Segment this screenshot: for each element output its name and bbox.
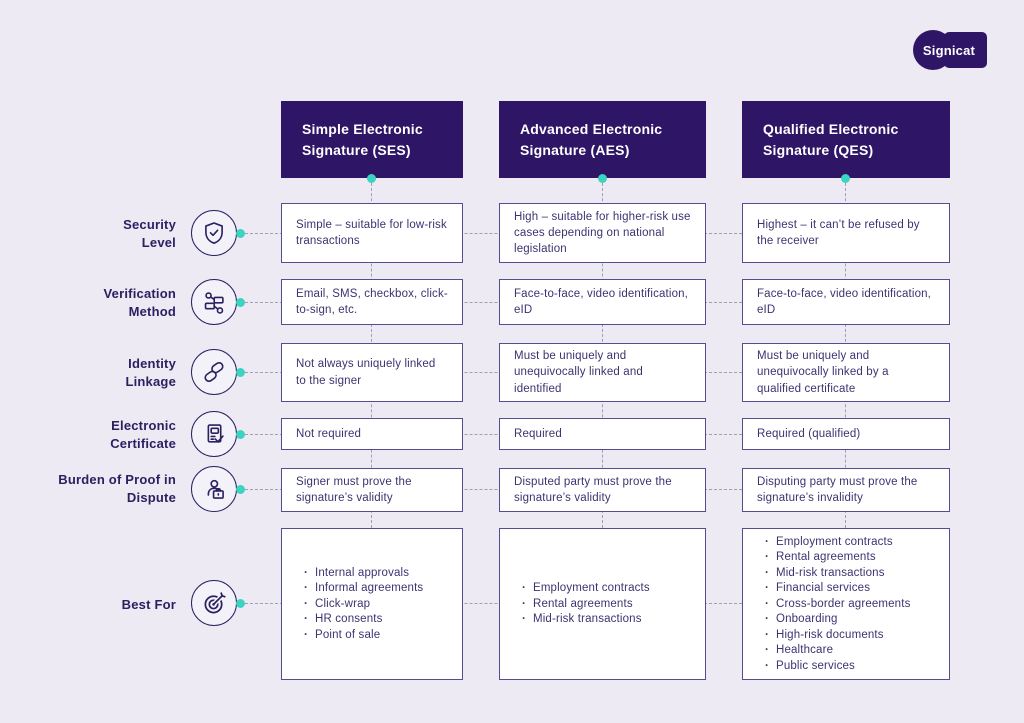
list-item: Point of sale [304, 628, 423, 643]
cell-identity-qes: Must be uniquely and unequivocally linke… [742, 343, 950, 402]
shield-check-icon [191, 210, 237, 256]
cell-text: Email, SMS, checkbox, click-to-sign, etc… [296, 287, 448, 316]
connector-dot [236, 298, 245, 307]
row-connector-line [240, 233, 742, 234]
person-briefcase-icon [191, 466, 237, 512]
certificate-icon [191, 411, 237, 457]
cell-verification-aes: Face-to-face, video identification, eID [499, 279, 706, 325]
signicat-logo: Signicat [922, 42, 976, 58]
list-item: Rental agreements [765, 550, 910, 565]
connector-dot [236, 368, 245, 377]
connector-dot [236, 599, 245, 608]
list-item: Click-wrap [304, 597, 423, 612]
cell-bestfor-qes: Employment contracts Rental agreements M… [742, 528, 950, 680]
cell-text: Highest – it can’t be refused by the rec… [757, 218, 920, 247]
list-item: HR consents [304, 612, 423, 627]
list-item: Employment contracts [522, 581, 650, 596]
column-header-aes: Advanced Electronic Signature (AES) [499, 101, 706, 178]
cell-security-qes: Highest – it can’t be refused by the rec… [742, 203, 950, 263]
cell-bestfor-aes: Employment contracts Rental agreements M… [499, 528, 706, 680]
list-item: Mid-risk transactions [765, 566, 910, 581]
cell-text: Face-to-face, video identification, eID [514, 287, 689, 316]
list-item: Cross-border agreements [765, 597, 910, 612]
cell-text: Must be uniquely and unequivocally linke… [514, 350, 643, 395]
cell-identity-aes: Must be uniquely and unequivocally linke… [499, 343, 706, 402]
list-item: Internal approvals [304, 566, 423, 581]
target-dart-icon [191, 580, 237, 626]
list-item: High-risk documents [765, 628, 910, 643]
flowchart-icon [191, 279, 237, 325]
cell-burden-ses: Signer must prove the signature’s validi… [281, 468, 463, 512]
list-item: Public services [765, 659, 910, 674]
cell-burden-aes: Disputed party must prove the signature’… [499, 468, 706, 512]
connector-dot [236, 485, 245, 494]
connector-dot [367, 174, 376, 183]
connector-dot [236, 229, 245, 238]
cell-text: Face-to-face, video identification, eID [757, 287, 932, 316]
cell-bestfor-ses: Internal approvals Informal agreements C… [281, 528, 463, 680]
cell-text: High – suitable for higher-risk use case… [514, 210, 691, 256]
column-header-ses: Simple Electronic Signature (SES) [281, 101, 463, 178]
list-item: Onboarding [765, 612, 910, 627]
best-for-list-ses: Internal approvals Informal agreements C… [304, 565, 423, 643]
connector-dot [598, 174, 607, 183]
row-label-burden-of-proof: Burden of Proof in Dispute [58, 472, 176, 505]
cell-security-ses: Simple – suitable for low-risk transacti… [281, 203, 463, 263]
row-connector-line [240, 434, 742, 435]
cell-certificate-qes: Required (qualified) [742, 418, 950, 450]
cell-text: Not required [296, 427, 362, 440]
row-label-electronic-certificate: Electronic Certificate [110, 418, 176, 451]
cell-verification-qes: Face-to-face, video identification, eID [742, 279, 950, 325]
list-item: Rental agreements [522, 597, 650, 612]
cell-security-aes: High – suitable for higher-risk use case… [499, 203, 706, 263]
cell-text: Must be uniquely and unequivocally linke… [757, 350, 889, 395]
row-label-verification-method: Verification Method [103, 286, 176, 319]
row-connector-line [240, 302, 742, 303]
row-label-best-for: Best For [121, 597, 176, 612]
cell-text: Disputing party must prove the signature… [757, 475, 918, 504]
list-item: Informal agreements [304, 581, 423, 596]
connector-dot [841, 174, 850, 183]
cell-text: Signer must prove the signature’s validi… [296, 475, 412, 504]
cell-certificate-aes: Required [499, 418, 706, 450]
list-item: Healthcare [765, 643, 910, 658]
logo-square-shape [944, 32, 987, 68]
cell-verification-ses: Email, SMS, checkbox, click-to-sign, etc… [281, 279, 463, 325]
chain-link-icon [191, 349, 237, 395]
list-item: Mid-risk transactions [522, 612, 650, 627]
cell-burden-qes: Disputing party must prove the signature… [742, 468, 950, 512]
list-item: Employment contracts [765, 535, 910, 550]
cell-text: Required [514, 427, 562, 440]
best-for-list-qes: Employment contracts Rental agreements M… [765, 534, 910, 674]
cell-text: Not always uniquely linked to the signer [296, 358, 436, 387]
connector-dot [236, 430, 245, 439]
row-label-security-level: Security Level [123, 217, 176, 250]
row-connector-line [240, 372, 742, 373]
cell-text: Simple – suitable for low-risk transacti… [296, 218, 447, 247]
list-item: Financial services [765, 581, 910, 596]
row-label-identity-linkage: Identity Linkage [125, 356, 176, 389]
cell-identity-ses: Not always uniquely linked to the signer [281, 343, 463, 402]
row-connector-line [240, 603, 742, 604]
column-header-qes: Qualified Electronic Signature (QES) [742, 101, 950, 178]
best-for-list-aes: Employment contracts Rental agreements M… [522, 580, 650, 627]
row-connector-line [240, 489, 742, 490]
cell-certificate-ses: Not required [281, 418, 463, 450]
cell-text: Required (qualified) [757, 427, 861, 440]
cell-text: Disputed party must prove the signature’… [514, 475, 672, 504]
